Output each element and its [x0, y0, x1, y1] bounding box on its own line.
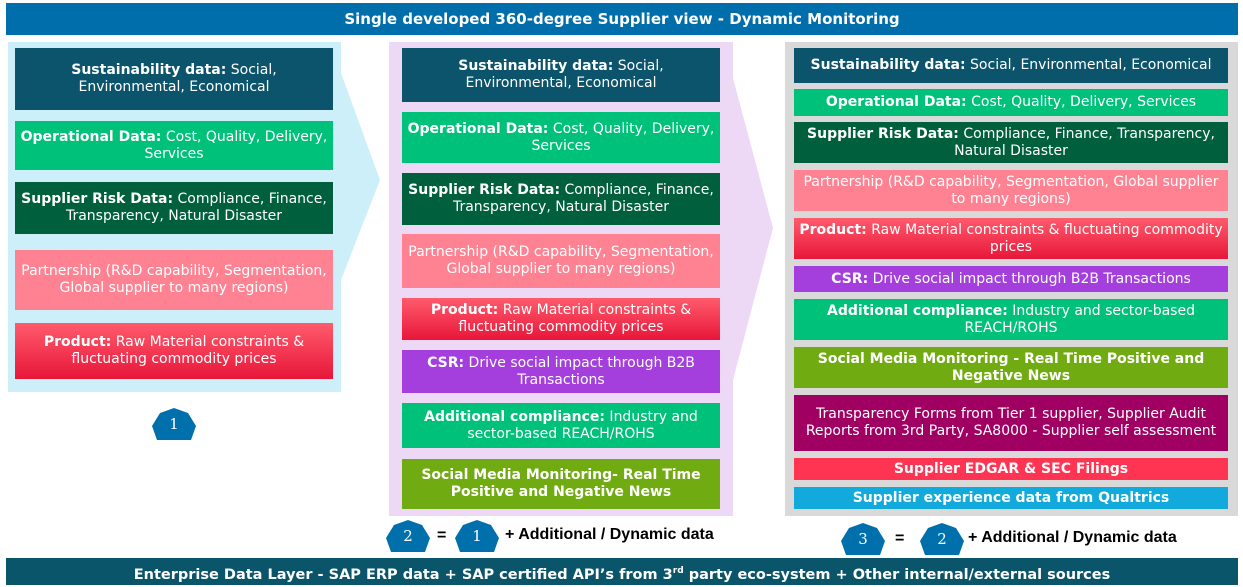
box-text: Raw Material constraints & fluctuating c… — [866, 221, 1223, 255]
data-box-1-5: Product: Raw Material constraints & fluc… — [15, 323, 333, 379]
box-label: Operational Data: — [825, 94, 967, 110]
data-box-2-6: CSR: Drive social impact through B2B Tra… — [402, 350, 720, 393]
heptagon-icon — [841, 523, 885, 555]
box-label: Sustainability data: — [458, 58, 614, 74]
data-box-1-1: Sustainability data: Social, Environment… — [15, 48, 333, 110]
box-label: Product: — [43, 334, 112, 350]
box-label: Supplier EDGAR & SEC Filings — [893, 460, 1129, 477]
equation-badge-left: 3 — [841, 523, 885, 555]
box-text: Drive social impact through B2B Transact… — [464, 354, 695, 388]
data-box-3-3: Supplier Risk Data: Compliance, Finance,… — [794, 122, 1228, 163]
data-box-2-8: Social Media Monitoring- Real Time Posit… — [402, 459, 720, 509]
heptagon-icon — [455, 520, 499, 552]
data-box-2-1: Sustainability data: Social, Environment… — [402, 48, 720, 102]
box-text: Partnership (R&D capability, Segmentatio… — [803, 173, 1219, 207]
data-box-2-7: Additional compliance: Industry and sect… — [402, 403, 720, 448]
equals-sign: = — [437, 527, 447, 544]
box-label: Supplier experience data from Qualtrics — [852, 489, 1170, 506]
box-text: Industry and sector-based REACH/ROHS — [467, 408, 698, 442]
box-label: Sustainability data: — [810, 57, 966, 73]
box-text: Partnership (R&D capability, Segmentatio… — [21, 263, 327, 296]
box-label: Product: — [799, 221, 867, 238]
heptagon-icon — [152, 408, 196, 440]
box-text: Drive social impact through B2B Transact… — [868, 270, 1191, 287]
box-text: Social, Environmental, Economical — [465, 58, 664, 91]
box-text: Cost, Quality, Delivery, Services — [531, 120, 715, 154]
data-box-3-7: Additional compliance: Industry and sect… — [794, 299, 1228, 340]
data-box-3-9: Transparency Forms from Tier 1 supplier,… — [794, 395, 1228, 451]
box-text: Social, Environmental, Economical — [78, 62, 277, 95]
enterprise-data-layer: Enterprise Data Layer - SAP ERP data + S… — [6, 558, 1238, 585]
box-text: Compliance, Finance, Transparency, Natur… — [954, 125, 1215, 159]
box-label: CSR: — [427, 354, 465, 371]
box-label: Operational Data: — [407, 120, 549, 137]
diagram-title: Single developed 360-degree Supplier vie… — [6, 3, 1238, 35]
data-box-3-6: CSR: Drive social impact through B2B Tra… — [794, 266, 1228, 292]
box-text: Raw Material constraints & fluctuating c… — [458, 302, 692, 335]
equals-sign: = — [895, 530, 905, 547]
data-box-1-4: Partnership (R&D capability, Segmentatio… — [15, 250, 333, 310]
box-text: Cost, Quality, Delivery, Services — [966, 94, 1197, 110]
footer-superscript: rd — [672, 566, 684, 576]
data-box-3-5: Product: Raw Material constraints & fluc… — [794, 218, 1228, 259]
box-label: Social Media Monitoring- Real Time Posit… — [421, 467, 701, 500]
box-text: Industry and sector-based REACH/ROHS — [964, 302, 1195, 336]
box-label: Additional compliance: — [424, 408, 605, 425]
heptagon-icon — [386, 520, 430, 552]
box-text: Compliance, Finance, Transparency, Natur… — [452, 182, 714, 215]
box-label: Supplier Risk Data: — [408, 182, 561, 198]
additional-data-label: + Additional / Dynamic data — [968, 529, 1177, 546]
footer-text: Enterprise Data Layer - SAP ERP data + S… — [133, 566, 673, 583]
data-box-3-8: Social Media Monitoring - Real Time Posi… — [794, 347, 1228, 388]
box-label: Sustainability data: — [71, 62, 227, 78]
box-label: CSR: — [831, 270, 869, 287]
badge-number: 2 — [403, 527, 413, 545]
badge-number: 1 — [472, 527, 482, 545]
stage-badge-1: 1 — [152, 408, 196, 440]
box-label: Product: — [430, 302, 499, 318]
box-text: Cost, Quality, Delivery, Services — [144, 128, 328, 162]
equation-badge-left: 2 — [386, 520, 430, 552]
data-box-3-4: Partnership (R&D capability, Segmentatio… — [794, 170, 1228, 211]
box-label: Social Media Monitoring - Real Time Posi… — [817, 350, 1205, 384]
box-label: Supplier Risk Data: — [21, 191, 174, 207]
box-label: Operational Data: — [20, 128, 162, 145]
heptagon-icon — [920, 523, 964, 555]
data-box-2-3: Supplier Risk Data: Compliance, Finance,… — [402, 173, 720, 225]
box-text: Partnership (R&D capability, Segmentatio… — [408, 244, 714, 277]
additional-data-label: + Additional / Dynamic data — [505, 526, 714, 543]
equation-badge-right: 1 — [455, 520, 499, 552]
data-box-3-2: Operational Data: Cost, Quality, Deliver… — [794, 89, 1228, 116]
box-label: Supplier Risk Data: — [807, 125, 959, 142]
badge-number: 2 — [937, 530, 947, 548]
badge-number: 1 — [169, 415, 179, 433]
data-box-2-2: Operational Data: Cost, Quality, Deliver… — [402, 112, 720, 163]
badge-number: 3 — [858, 530, 868, 548]
box-text: Raw Material constraints & fluctuating c… — [71, 334, 305, 367]
equation-badge-right: 2 — [920, 523, 964, 555]
box-text: Compliance, Finance, Transparency, Natur… — [65, 191, 327, 224]
data-box-3-10: Supplier EDGAR & SEC Filings — [794, 458, 1228, 480]
data-box-2-5: Product: Raw Material constraints & fluc… — [402, 298, 720, 340]
box-text: Social, Environmental, Economical — [965, 57, 1212, 73]
data-box-1-3: Supplier Risk Data: Compliance, Finance,… — [15, 182, 333, 234]
data-box-2-4: Partnership (R&D capability, Segmentatio… — [402, 234, 720, 288]
data-box-1-2: Operational Data: Cost, Quality, Deliver… — [15, 121, 333, 170]
box-text: Transparency Forms from Tier 1 supplier,… — [805, 406, 1217, 439]
data-box-3-1: Sustainability data: Social, Environment… — [794, 48, 1228, 83]
box-label: Additional compliance: — [827, 302, 1008, 319]
data-box-3-11: Supplier experience data from Qualtrics — [794, 487, 1228, 509]
footer-text-end: party eco-system + Other internal/extern… — [683, 566, 1111, 583]
